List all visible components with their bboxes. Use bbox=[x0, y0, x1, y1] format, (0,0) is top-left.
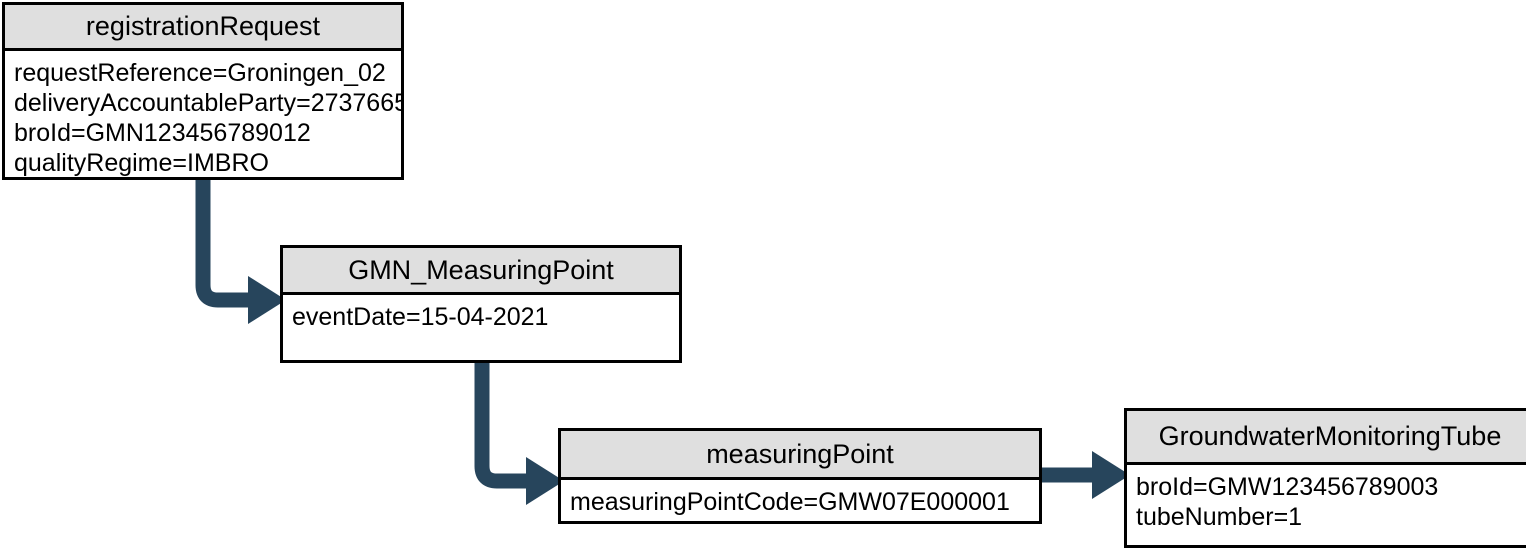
connector-measuring-point-to-groundwater-monitoring-tube bbox=[1042, 451, 1130, 499]
attribute-bro-id: broId=GMW123456789003 bbox=[1136, 473, 1439, 501]
object-node-title: measuringPoint bbox=[561, 431, 1039, 480]
attribute-quality-regime: qualityRegime=IMBRO bbox=[14, 149, 269, 177]
attribute-request-reference: requestReference=Groningen_02 bbox=[14, 59, 386, 87]
object-node-attributes: broId=GMW123456789003 tubeNumber=1 bbox=[1127, 465, 1526, 548]
object-node-groundwater-monitoring-tube[interactable]: GroundwaterMonitoringTube broId=GMW12345… bbox=[1124, 408, 1526, 548]
connector-gmn-measuring-point-to-measuring-point bbox=[474, 363, 564, 505]
object-node-attributes: requestReference=Groningen_02 deliveryAc… bbox=[5, 51, 401, 180]
object-node-title: GMN_MeasuringPoint bbox=[283, 248, 679, 295]
attribute-event-date: eventDate=15-04-2021 bbox=[292, 303, 549, 331]
attribute-tube-number: tubeNumber=1 bbox=[1136, 503, 1303, 531]
attribute-delivery-accountable-party: deliveryAccountableParty=2737665 bbox=[14, 89, 401, 117]
attribute-measuring-point-code: measuringPointCode=GMW07E000001 bbox=[570, 488, 1010, 516]
object-node-attributes: eventDate=15-04-2021 bbox=[283, 295, 679, 363]
object-node-gmn-measuring-point[interactable]: GMN_MeasuringPoint eventDate=15-04-2021 bbox=[280, 245, 682, 363]
object-node-measuring-point[interactable]: measuringPoint measuringPointCode=GMW07E… bbox=[558, 428, 1042, 524]
connector-registration-request-to-gmn-measuring-point bbox=[195, 180, 286, 324]
object-node-attributes: measuringPointCode=GMW07E000001 bbox=[561, 480, 1039, 524]
attribute-bro-id: broId=GMN123456789012 bbox=[14, 119, 311, 147]
object-node-title: GroundwaterMonitoringTube bbox=[1127, 411, 1526, 465]
object-node-registration-request[interactable]: registrationRequest requestReference=Gro… bbox=[2, 2, 404, 180]
object-node-title: registrationRequest bbox=[5, 5, 401, 51]
